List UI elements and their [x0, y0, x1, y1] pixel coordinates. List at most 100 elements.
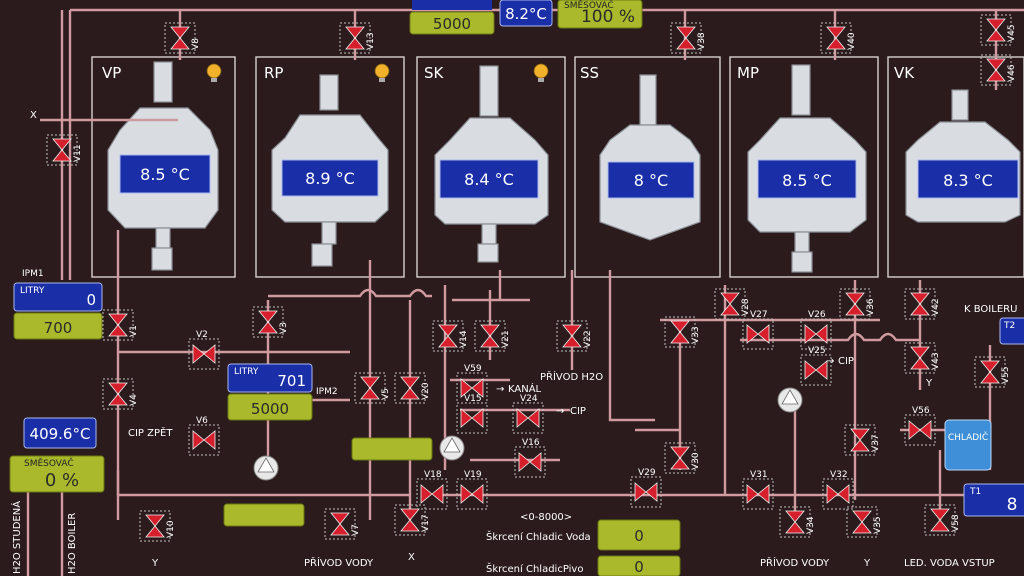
tank-ss[interactable] — [599, 74, 701, 241]
valve-label: V30 — [691, 452, 701, 470]
valve-v21[interactable]: V21 — [474, 320, 511, 352]
chladic-unit[interactable] — [944, 419, 992, 471]
valve-v37[interactable]: V37 — [844, 424, 881, 456]
valve-v26[interactable]: V26 — [800, 310, 832, 350]
valve-v29[interactable]: V29 — [630, 468, 662, 508]
tank-vp[interactable] — [107, 61, 219, 271]
valve-v40[interactable]: V40 — [820, 22, 857, 54]
tank-sk[interactable] — [434, 65, 549, 263]
valve-v31[interactable]: V31 — [742, 470, 774, 510]
tank-label-rp: RP — [264, 64, 283, 82]
top-green-display — [409, 11, 495, 35]
valve-label: V8 — [191, 38, 201, 50]
x-marker-top: X — [30, 110, 37, 121]
arrow-right-icon: → — [556, 406, 564, 417]
tank-rp[interactable] — [271, 74, 389, 267]
valve-v3[interactable]: V3 — [252, 306, 289, 338]
valve-v1[interactable]: V1 — [102, 309, 139, 341]
valve-v36[interactable]: V36 — [839, 288, 876, 320]
valve-label: V38 — [697, 32, 707, 50]
valve-v10[interactable]: V10 — [139, 510, 176, 542]
top-smesovac-display — [557, 0, 643, 29]
valve-v16[interactable]: V16 — [514, 438, 546, 478]
top-smesovac-value: 100 % — [581, 7, 635, 27]
tank-mp[interactable] — [747, 64, 867, 273]
valve-label: V28 — [741, 298, 751, 316]
valve-v25[interactable]: V25 — [800, 346, 832, 386]
pump-icon[interactable] — [777, 387, 803, 413]
valve-v32[interactable]: V32 — [822, 470, 854, 510]
valve-v11[interactable]: V11 — [46, 134, 83, 166]
cip-zpet-label: CIP ZPĚT — [128, 426, 173, 439]
tank-vk[interactable] — [905, 89, 1021, 223]
valve-v24[interactable]: V24 — [512, 394, 544, 434]
top-temp-display — [499, 0, 553, 27]
skrceni-voda-display — [597, 519, 681, 551]
pump-icon[interactable] — [439, 435, 465, 461]
valve-v35[interactable]: V35 — [846, 506, 883, 538]
litry1-green — [13, 312, 103, 340]
valve-label: V5 — [381, 388, 391, 400]
green-bar-2 — [223, 503, 305, 527]
litry2-display — [227, 363, 313, 393]
valve-v6[interactable]: V6 — [188, 416, 220, 456]
tank-temp-sk: 8.4 °C — [464, 170, 514, 189]
litry1-display — [13, 282, 103, 312]
valve-v55[interactable]: V55 — [974, 356, 1011, 388]
tank-label-mp: MP — [737, 64, 759, 82]
valve-label: V22 — [583, 330, 593, 348]
valve-v42[interactable]: V42 — [904, 288, 941, 320]
valve-v19[interactable]: V19 — [456, 470, 488, 510]
valve-v20[interactable]: V20 — [394, 372, 431, 404]
valve-v30[interactable]: V30 — [664, 442, 701, 474]
h2o-studena-label: H2O STUDENÁ — [10, 501, 23, 574]
ipm1-label: IPM1 — [22, 269, 44, 279]
litry1-green-value: 700 — [44, 319, 73, 337]
valve-label: V15 — [464, 394, 482, 404]
valve-v46[interactable]: V46 — [980, 54, 1017, 86]
valve-v33[interactable]: V33 — [664, 316, 701, 348]
valve-v2[interactable]: V2 — [188, 330, 220, 370]
valve-v13[interactable]: V13 — [339, 22, 376, 54]
valve-v58[interactable]: V58 — [924, 504, 961, 536]
valve-v34[interactable]: V34 — [779, 506, 816, 538]
valve-v14[interactable]: V14 — [432, 320, 469, 352]
valve-label: V59 — [464, 364, 482, 374]
valve-label: V33 — [691, 326, 701, 344]
valve-v27[interactable]: V27 — [742, 310, 774, 350]
tank-label-ss: SS — [580, 64, 599, 82]
valve-v28[interactable]: V28 — [714, 288, 751, 320]
valve-v56[interactable]: V56 — [904, 406, 936, 446]
privod-vody-label: PŘÍVOD VODY — [304, 556, 374, 569]
privod-vody2-label: PŘÍVOD VODY — [760, 556, 830, 569]
valve-v17[interactable]: V17 — [394, 504, 431, 536]
tank-temp-vk: 8.3 °C — [943, 171, 993, 190]
valve-v5[interactable]: V5 — [354, 372, 391, 404]
valve-v8[interactable]: V8 — [164, 22, 201, 54]
y-marker-2: Y — [863, 558, 871, 569]
valve-label: V7 — [351, 524, 361, 536]
skrceni-pivo-label: Škrcení ChladicPivo — [486, 562, 583, 575]
valve-v15[interactable]: V15 — [456, 394, 488, 434]
top-temp-value: 8.2°C — [505, 5, 547, 23]
valve-v4[interactable]: V4 — [102, 378, 139, 410]
valve-v45[interactable]: V45 — [980, 14, 1017, 46]
valve-v18[interactable]: V18 — [416, 470, 448, 510]
valve-v38[interactable]: V38 — [670, 22, 707, 54]
valve-v59[interactable]: V59 — [456, 364, 488, 404]
t1-value: 8 — [1007, 495, 1018, 515]
pump-icon[interactable] — [253, 455, 279, 481]
valve-v7[interactable]: V7 — [324, 508, 361, 540]
lightbulb-icon — [533, 63, 549, 82]
valve-v22[interactable]: V22 — [556, 320, 593, 352]
litry2-green-value: 5000 — [251, 400, 289, 418]
litry2-value: 701 — [277, 372, 306, 390]
valve-v43[interactable]: V43 — [904, 342, 941, 374]
tank-temp-ss: 8 °C — [634, 171, 668, 190]
t2-display — [999, 317, 1024, 345]
valve-label: V42 — [931, 298, 941, 316]
valve-label: V1 — [129, 325, 139, 337]
ipm2-label: IPM2 — [316, 387, 338, 397]
valve-label: V18 — [424, 470, 442, 480]
